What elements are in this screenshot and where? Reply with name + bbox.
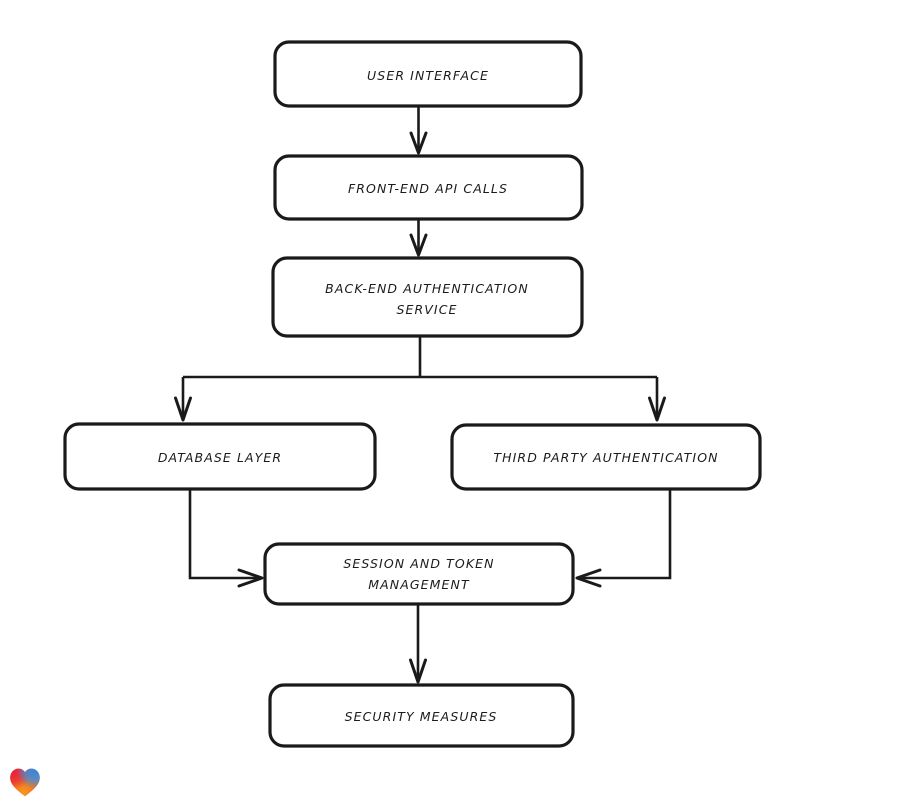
edge-api-to-backend	[409, 219, 428, 257]
node-label-back-end-auth-service-line2: SERVICE	[396, 302, 457, 317]
node-third-party-auth[interactable]: THIRD PARTY AUTHENTICATION	[450, 423, 762, 491]
edge-backend-split-bus	[183, 336, 657, 379]
node-box-third-party-auth[interactable]	[450, 423, 762, 491]
node-label-session-token-mgmt-line1: SESSION AND TOKEN	[343, 556, 494, 571]
node-label-third-party-auth: THIRD PARTY AUTHENTICATION	[493, 450, 718, 465]
node-label-back-end-auth-service-line1: BACK-END AUTHENTICATION	[325, 281, 529, 296]
node-front-end-api-calls[interactable]: FRONT-END API CALLS	[273, 154, 584, 221]
node-label-database-layer: DATABASE LAYER	[158, 450, 282, 465]
node-label-user-interface: USER INTERFACE	[367, 68, 489, 83]
node-session-token-mgmt[interactable]: SESSION AND TOKEN MANAGEMENT	[263, 542, 575, 606]
node-back-end-auth-service[interactable]: BACK-END AUTHENTICATION SERVICE	[271, 256, 584, 338]
node-user-interface[interactable]: USER INTERFACE	[273, 40, 583, 108]
node-box-session-token-mgmt[interactable]	[263, 542, 575, 606]
node-security-measures[interactable]: SECURITY MEASURES	[268, 683, 575, 748]
edge-backend-to-db	[174, 377, 192, 422]
node-label-session-token-mgmt-line2: MANAGEMENT	[368, 577, 470, 592]
edge-third-to-session	[575, 489, 672, 588]
node-box-back-end-auth-service[interactable]	[271, 256, 584, 338]
edge-ui-to-api	[409, 106, 428, 155]
edge-db-to-session	[188, 489, 264, 588]
node-box-security-measures[interactable]	[268, 683, 575, 748]
node-box-front-end-api-calls[interactable]	[273, 154, 584, 221]
heart-icon	[10, 768, 40, 797]
node-database-layer[interactable]: DATABASE LAYER	[63, 422, 377, 491]
edge-backend-to-third	[648, 377, 666, 422]
node-label-security-measures: SECURITY MEASURES	[345, 709, 498, 724]
node-box-database-layer[interactable]	[63, 422, 377, 491]
node-label-front-end-api-calls: FRONT-END API CALLS	[348, 181, 508, 196]
node-box-user-interface[interactable]	[273, 40, 583, 108]
heart-gradient-fill	[10, 768, 40, 797]
edge-session-to-security	[409, 604, 427, 684]
